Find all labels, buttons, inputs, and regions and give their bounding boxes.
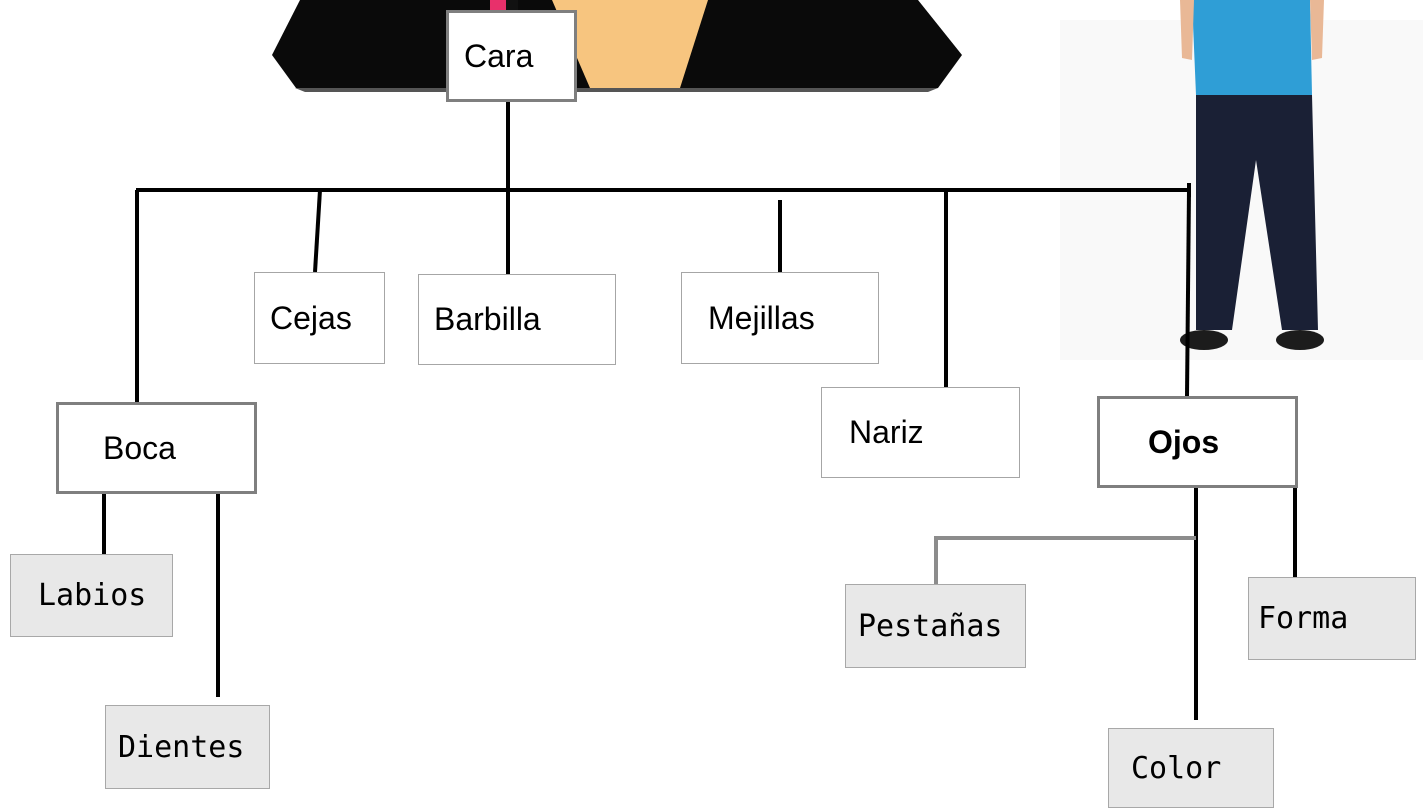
standing-man-illustration	[1060, 0, 1423, 360]
node-pestanas: Pestañas	[845, 584, 1026, 668]
connector-pestanas	[934, 536, 1196, 584]
node-boca: Boca	[56, 402, 257, 494]
node-barbilla: Barbilla	[418, 274, 616, 365]
node-color: Color	[1108, 728, 1274, 808]
node-ojos-label: Ojos	[1148, 423, 1220, 460]
node-barbilla-label: Barbilla	[434, 301, 541, 337]
node-nariz: Nariz	[821, 387, 1020, 478]
node-cara: Cara	[446, 10, 577, 102]
face-mask-illustration	[272, 0, 962, 92]
node-nariz-label: Nariz	[849, 414, 924, 450]
node-cejas-label: Cejas	[270, 299, 352, 336]
node-forma-label: Forma	[1258, 601, 1349, 636]
node-boca-label: Boca	[103, 429, 176, 466]
node-dientes: Dientes	[105, 705, 270, 789]
node-ojos: Ojos	[1097, 396, 1298, 488]
node-forma: Forma	[1248, 577, 1416, 660]
node-cejas: Cejas	[254, 272, 385, 364]
connector-lines	[102, 100, 1297, 720]
node-labios-label: Labios	[38, 578, 147, 613]
node-cara-label: Cara	[464, 37, 534, 74]
node-labios: Labios	[10, 554, 173, 637]
node-mejillas-label: Mejillas	[708, 299, 815, 336]
node-color-label: Color	[1131, 750, 1222, 786]
node-dientes-label: Dientes	[118, 729, 245, 765]
node-mejillas: Mejillas	[681, 272, 879, 364]
node-pestanas-label: Pestañas	[858, 608, 1003, 644]
